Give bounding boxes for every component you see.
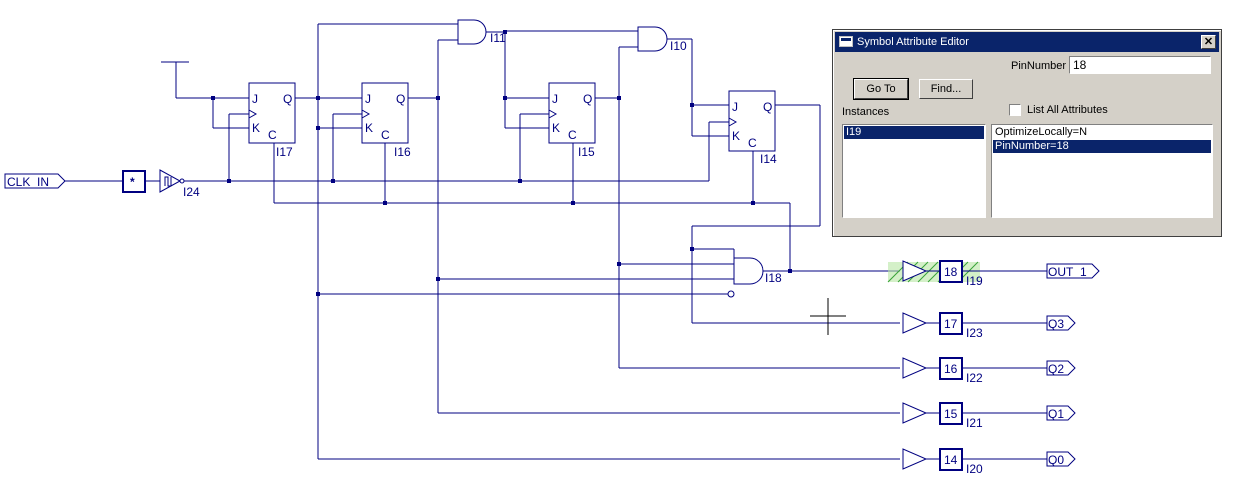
svg-text:K: K: [552, 121, 560, 135]
svg-text:C: C: [568, 128, 577, 142]
svg-text:I15: I15: [578, 145, 595, 159]
flipflop-i16[interactable]: J K Q C I16: [361, 82, 411, 159]
svg-text:CLK_IN: CLK_IN: [7, 175, 49, 189]
output-pad-16[interactable]: 16 I22 Q2: [902, 357, 1076, 385]
list-all-attributes-checkbox[interactable]: [1009, 104, 1021, 116]
svg-text:*: *: [130, 175, 135, 189]
wire-net: [161, 23, 900, 460]
svg-text:I17: I17: [276, 145, 293, 159]
svg-text:14: 14: [944, 453, 958, 467]
list-all-attributes-label: List All Attributes: [1027, 104, 1108, 116]
svg-text:Q: Q: [396, 92, 405, 106]
svg-text:Q3: Q3: [1048, 317, 1064, 331]
flipflop-i17[interactable]: J K Q C I17: [248, 82, 296, 159]
svg-text:I14: I14: [760, 152, 777, 166]
svg-text:K: K: [732, 129, 740, 143]
and-gate-i10[interactable]: I10: [637, 26, 687, 53]
window-icon: [839, 36, 853, 47]
svg-text:I22: I22: [966, 371, 983, 385]
and-gate-i18[interactable]: I18: [733, 257, 782, 285]
svg-text:I24: I24: [183, 185, 200, 199]
attribute-item[interactable]: PinNumber=18: [993, 140, 1211, 153]
crosshair-cursor-icon: [810, 298, 846, 335]
and-gate-i11[interactable]: I11: [457, 19, 506, 45]
svg-text:17: 17: [944, 317, 958, 331]
svg-text:I19: I19: [966, 274, 983, 288]
dialog-titlebar[interactable]: Symbol Attribute Editor ✕: [835, 32, 1219, 52]
svg-text:16: 16: [944, 362, 958, 376]
instances-listbox[interactable]: I19: [842, 124, 986, 218]
svg-text:18: 18: [944, 265, 958, 279]
svg-text:C: C: [381, 128, 390, 142]
svg-text:Q0: Q0: [1048, 453, 1064, 467]
attribute-item[interactable]: OptimizeLocally=N: [995, 126, 1088, 138]
svg-text:OUT_1: OUT_1: [1048, 265, 1087, 279]
svg-text:J: J: [732, 100, 738, 114]
svg-text:I16: I16: [394, 145, 411, 159]
pinnumber-input[interactable]: [1069, 56, 1211, 74]
svg-text:K: K: [252, 121, 260, 135]
svg-text:I11: I11: [490, 31, 506, 45]
flipflop-i14[interactable]: J K Q C I14: [728, 90, 777, 166]
close-button[interactable]: ✕: [1201, 35, 1216, 49]
output-pad-15[interactable]: 15 I21 Q1: [902, 402, 1076, 430]
clock-inverter-i24[interactable]: I24: [159, 169, 200, 199]
attributes-listbox[interactable]: OptimizeLocally=N PinNumber=18: [991, 124, 1213, 218]
svg-text:15: 15: [944, 407, 958, 421]
svg-text:Q2: Q2: [1048, 362, 1064, 376]
output-pad-18[interactable]: 18 I19 OUT_1: [887, 260, 1100, 288]
find-button[interactable]: Find...: [919, 79, 973, 99]
clk-in-port[interactable]: CLK_IN: [4, 173, 66, 189]
svg-text:Q1: Q1: [1048, 407, 1064, 421]
junction-dots: [211, 30, 792, 296]
svg-text:J: J: [365, 92, 371, 106]
svg-text:I10: I10: [670, 39, 687, 53]
goto-button[interactable]: Go To: [853, 78, 909, 100]
close-icon: ✕: [1203, 36, 1214, 48]
flipflop-i15[interactable]: J K Q C I15: [548, 82, 596, 159]
svg-text:K: K: [365, 121, 373, 135]
svg-text:C: C: [268, 128, 277, 142]
svg-text:I18: I18: [765, 271, 782, 285]
svg-text:Q: Q: [283, 92, 292, 106]
svg-text:I23: I23: [966, 326, 983, 340]
svg-text:I20: I20: [966, 462, 983, 476]
dialog-title: Symbol Attribute Editor: [857, 36, 969, 48]
pinnumber-label: PinNumber: [1011, 60, 1067, 72]
svg-text:Q: Q: [583, 92, 592, 106]
clock-buffer[interactable]: *: [122, 170, 146, 193]
instances-label: Instances: [842, 106, 890, 118]
svg-text:J: J: [252, 92, 258, 106]
svg-text:C: C: [748, 136, 757, 150]
symbol-attribute-editor-dialog[interactable]: Symbol Attribute Editor ✕ PinNumber Go T…: [832, 29, 1222, 237]
svg-text:J: J: [552, 92, 558, 106]
output-pad-14[interactable]: 14 I20 Q0: [902, 448, 1076, 476]
inverter-bubble: [727, 290, 735, 298]
svg-text:I21: I21: [966, 416, 983, 430]
instance-item[interactable]: I19: [844, 126, 984, 139]
output-pad-17[interactable]: 17 I23 Q3: [902, 312, 1076, 340]
svg-text:Q: Q: [763, 100, 772, 114]
